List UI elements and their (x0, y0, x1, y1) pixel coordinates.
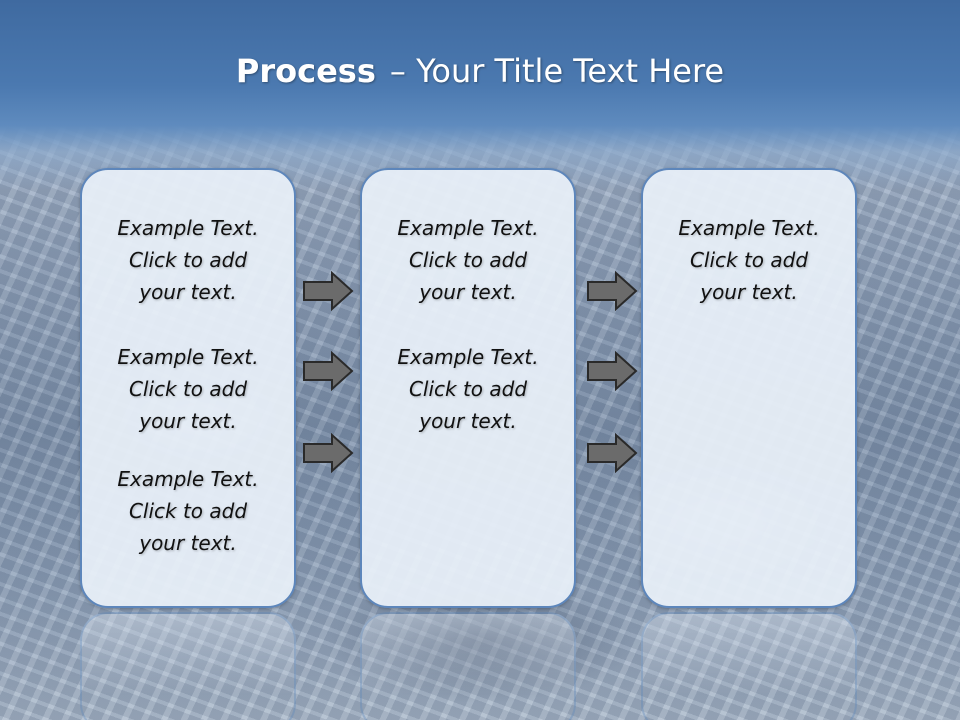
process-step-2[interactable]: Example Text. Click to add your text. Ex… (360, 168, 576, 608)
right-arrow-icon[interactable] (586, 271, 638, 311)
step-2-text-1[interactable]: Example Text. Click to add your text. (362, 212, 574, 308)
step-2-text-2[interactable]: Example Text. Click to add your text. (362, 341, 574, 437)
text-line: Click to add (408, 377, 528, 401)
title-bold: Process (235, 52, 376, 90)
title-bar (0, 0, 960, 190)
text-line: Click to add (689, 248, 809, 272)
right-arrow-icon[interactable] (302, 433, 354, 473)
text-line: Example Text. (397, 216, 539, 240)
process-step-1[interactable]: Example Text. Click to add your text. Ex… (80, 168, 296, 608)
right-arrow-icon[interactable] (586, 351, 638, 391)
panel-reflection (641, 612, 857, 720)
text-line: your text. (139, 531, 237, 555)
title-rest: – Your Title Text Here (389, 52, 725, 90)
text-line: Click to add (408, 248, 528, 272)
text-line: Click to add (128, 377, 248, 401)
step-1-text-3[interactable]: Example Text. Click to add your text. (82, 463, 294, 559)
text-line: Example Text. (117, 467, 259, 491)
right-arrow-icon[interactable] (586, 433, 638, 473)
text-line: your text. (419, 409, 517, 433)
process-step-3[interactable]: Example Text. Click to add your text. (641, 168, 857, 608)
text-line: Click to add (128, 248, 248, 272)
text-line: Example Text. (397, 345, 539, 369)
right-arrow-icon[interactable] (302, 271, 354, 311)
text-line: Click to add (128, 499, 248, 523)
text-line: your text. (700, 280, 798, 304)
slide-title[interactable]: Process – Your Title Text Here (0, 52, 960, 90)
text-line: Example Text. (117, 216, 259, 240)
panel-reflection (360, 612, 576, 720)
text-line: your text. (419, 280, 517, 304)
text-line: Example Text. (678, 216, 820, 240)
panel-reflection (80, 612, 296, 720)
step-1-text-1[interactable]: Example Text. Click to add your text. (82, 212, 294, 308)
step-3-text-1[interactable]: Example Text. Click to add your text. (643, 212, 855, 308)
text-line: your text. (139, 409, 237, 433)
text-line: Example Text. (117, 345, 259, 369)
step-1-text-2[interactable]: Example Text. Click to add your text. (82, 341, 294, 437)
text-line: your text. (139, 280, 237, 304)
right-arrow-icon[interactable] (302, 351, 354, 391)
